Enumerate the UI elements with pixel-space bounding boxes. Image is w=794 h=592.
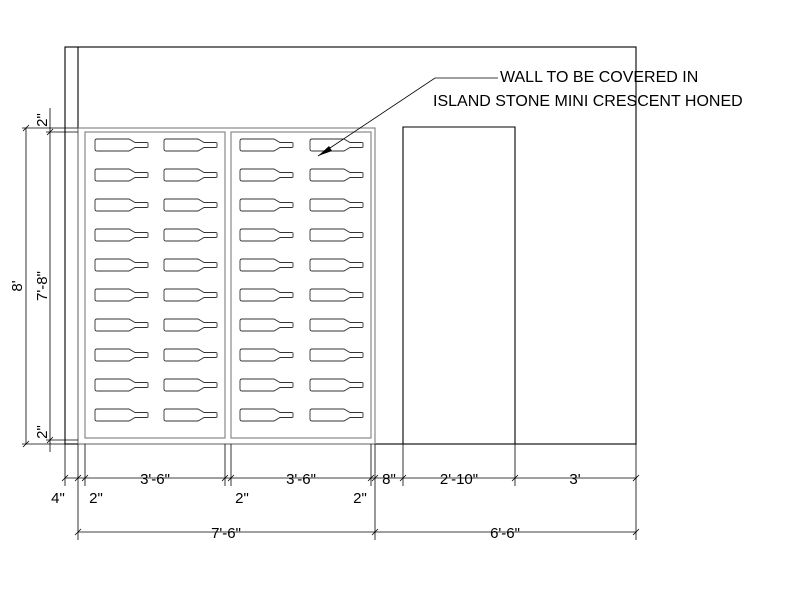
wine-bottle	[163, 138, 218, 152]
wine-bottle	[163, 168, 218, 182]
note-line-1: WALL TO BE COVERED IN	[500, 69, 698, 86]
wine-bottle	[239, 258, 294, 272]
rack-frame	[77, 127, 376, 445]
wine-bottle	[239, 408, 294, 422]
note-line-2: ISLAND STONE MINI CRESCENT HONED	[433, 93, 743, 110]
dim-top-gap: 2"	[34, 113, 51, 127]
wine-bottle	[94, 258, 149, 272]
wine-bottle	[163, 258, 218, 272]
wine-bottle	[309, 378, 364, 392]
wine-bottle	[94, 318, 149, 332]
dim-rack-height: 7'-8"	[34, 271, 51, 301]
wine-bottle	[239, 168, 294, 182]
wine-bottle	[309, 198, 364, 212]
wine-bottle	[239, 288, 294, 302]
dim-wall-height: 8'	[9, 280, 26, 291]
note-leader-line	[317, 77, 498, 157]
dim-bottom-gap: 2"	[34, 425, 51, 439]
dim-gap-right: 2"	[353, 490, 367, 507]
wine-bottle	[239, 378, 294, 392]
wine-bottle	[94, 168, 149, 182]
rack-panel-right	[230, 131, 372, 439]
wine-bottles	[94, 138, 364, 422]
wine-bottle	[239, 138, 294, 152]
dim-panel-right-width: 3'-6"	[286, 471, 316, 488]
dim-ticks	[22, 124, 640, 536]
wine-bottle	[309, 408, 364, 422]
wine-bottle	[94, 348, 149, 362]
wine-bottle	[94, 138, 149, 152]
wine-bottle	[309, 288, 364, 302]
dim-door-width: 2'-10"	[440, 471, 478, 488]
dim-rack-total: 7'-6"	[211, 525, 241, 542]
wine-bottle	[239, 228, 294, 242]
wine-bottle	[309, 228, 364, 242]
wine-bottle	[94, 228, 149, 242]
wine-bottle	[94, 198, 149, 212]
dim-right-total: 6'-6"	[490, 525, 520, 542]
wine-bottle	[309, 318, 364, 332]
wine-bottle	[163, 288, 218, 302]
wine-bottle	[163, 198, 218, 212]
dim-extension-lines	[64, 444, 637, 540]
wine-bottle	[163, 348, 218, 362]
dim-right-wall: 3'	[569, 471, 580, 488]
dim-left-offset: 4"	[51, 490, 65, 507]
wine-bottle	[163, 318, 218, 332]
wine-bottle	[239, 198, 294, 212]
wine-bottle	[239, 348, 294, 362]
wine-bottle	[239, 318, 294, 332]
dim-gap-left: 2"	[89, 490, 103, 507]
dim-gap-mid: 2"	[235, 490, 249, 507]
wine-bottle	[163, 408, 218, 422]
wine-bottle	[163, 228, 218, 242]
wine-bottle	[309, 168, 364, 182]
wine-bottle	[309, 138, 364, 152]
wine-bottle	[163, 378, 218, 392]
rack-panel-left	[84, 131, 226, 439]
dim-panel-left-width: 3'-6"	[140, 471, 170, 488]
wine-bottle	[94, 378, 149, 392]
wine-bottle	[309, 348, 364, 362]
note-arrowhead	[318, 146, 332, 156]
wine-bottle	[94, 408, 149, 422]
wine-bottle	[309, 258, 364, 272]
wine-bottle	[94, 288, 149, 302]
door-opening	[402, 126, 516, 444]
dim-door-offset: 8"	[382, 471, 396, 488]
